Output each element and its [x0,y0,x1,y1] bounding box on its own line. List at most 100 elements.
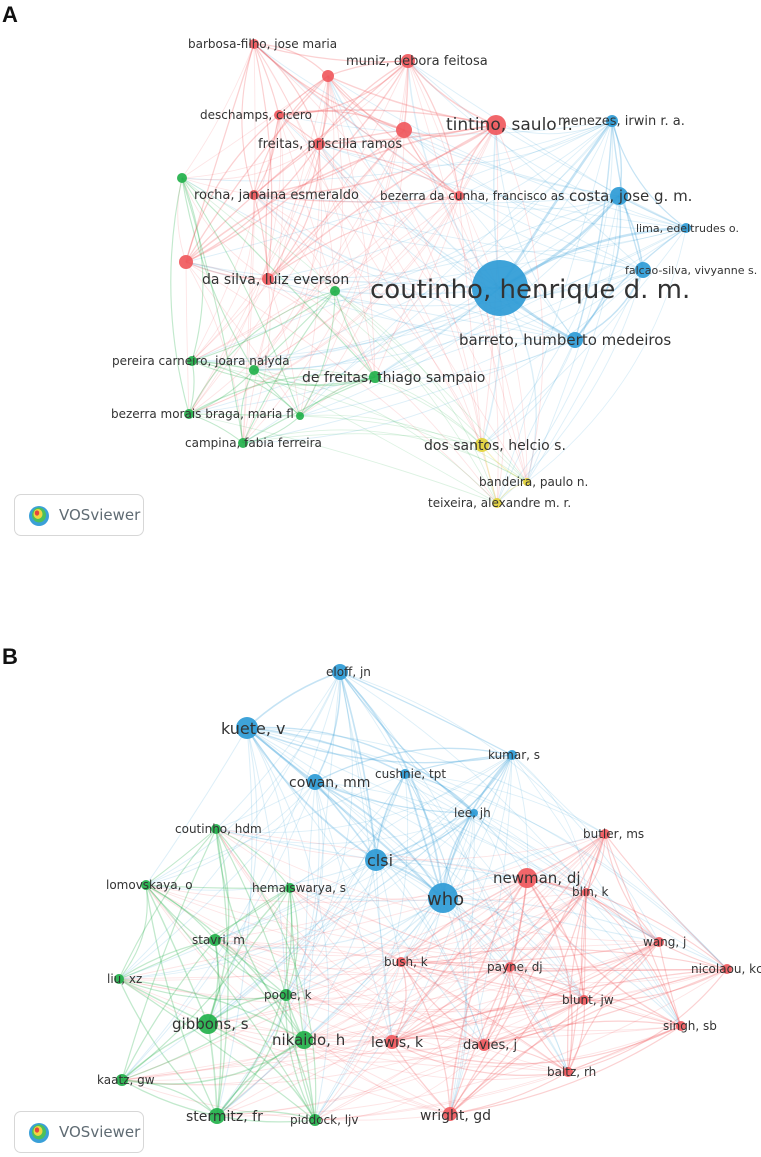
network-node-coutinho[interactable] [472,260,528,316]
network-node-bezerrac[interactable] [454,191,464,201]
network-link [214,939,569,1073]
network-link [191,360,301,417]
node-label-kuete: kuete, v [221,719,286,738]
network-link [303,941,660,1041]
network-link [404,773,467,1115]
network-node-barreto[interactable] [567,332,583,348]
node-label-payne: payne, dj [487,960,543,974]
network-node-bezerram[interactable] [184,409,194,419]
network-node-lomovskaya[interactable] [141,880,151,890]
network-node-liuxz[interactable] [114,974,124,984]
network-node-poole[interactable] [280,989,292,1001]
network-node-kuete[interactable] [236,717,258,739]
network-node-dossantos[interactable] [475,438,489,452]
network-node-falcao[interactable] [635,262,651,278]
network-node-blin[interactable] [582,888,590,896]
network-node-wang[interactable] [654,937,664,947]
network-node-pereira[interactable] [187,356,197,366]
network-node-a_g1[interactable] [330,286,340,296]
network-node-bush[interactable] [396,957,406,967]
network-link [145,859,377,891]
vosviewer-label: VOSviewer [59,1123,141,1141]
network-node-dasilva[interactable] [262,273,274,285]
network-node-menezes[interactable] [606,115,618,127]
network-link [181,177,301,417]
node-label-bush: bush, k [384,955,428,969]
network-link [400,754,513,963]
network-link [318,60,409,145]
network-node-deschamps[interactable] [274,110,284,120]
network-link [188,369,255,415]
network-link [442,833,606,899]
network-node-clsi[interactable] [365,849,387,871]
node-label-blin: blin, k [572,885,609,899]
network-node-cushnie[interactable] [400,769,410,779]
network-link [246,727,682,1027]
network-node-kaatz[interactable] [116,1074,128,1086]
network-node-a_unl1[interactable] [322,70,334,82]
network-node-campina[interactable] [238,438,248,448]
network-link [181,177,269,280]
network-node-a_g4[interactable] [177,173,187,183]
network-link [246,727,485,1046]
network-link [495,124,544,483]
network-link [314,891,587,1121]
network-link [407,60,528,483]
network-link [483,968,728,1046]
panel-a-letter: A [2,2,18,27]
network-link [121,1023,209,1081]
network-node-wright[interactable] [443,1107,457,1121]
network-link [191,287,501,363]
network-link [118,978,316,1121]
network-node-stavri[interactable] [209,934,221,946]
network-node-cowan[interactable] [307,774,323,790]
network-node-baltz[interactable] [563,1067,573,1077]
node-label-pereira: pereira carneiro, joara nalyda [112,354,290,368]
network-node-stermitz[interactable] [209,1108,225,1124]
network-node-a_g3[interactable] [296,412,304,420]
network-node-nicolaou[interactable] [722,964,732,974]
network-link [289,754,513,889]
network-link [278,109,497,126]
network-node-a_unl2[interactable] [396,122,412,138]
network-node-kumar[interactable] [507,750,517,760]
network-node-a_g2[interactable] [249,365,259,375]
network-node-lima[interactable] [681,223,691,233]
network-node-teixeira[interactable] [492,498,502,508]
network-node-lewis[interactable] [385,1035,399,1049]
network-node-hemaiswarya[interactable] [285,883,295,893]
network-node-piddock[interactable] [309,1114,321,1126]
network-link [214,833,606,941]
network-node-defreitas[interactable] [369,371,381,383]
network-link [185,43,255,263]
network-link [449,968,728,1115]
network-node-costa[interactable] [610,187,628,205]
network-node-payne[interactable] [505,962,515,972]
network-node-singh[interactable] [676,1021,686,1031]
network-node-eloff[interactable] [332,664,348,680]
network-node-davies[interactable] [478,1039,490,1051]
network-link [334,290,376,378]
network-node-freitasp[interactable] [313,138,325,150]
network-link [299,143,322,417]
network-node-a_unl3[interactable] [179,255,193,269]
network-link [285,859,377,996]
network-node-lee[interactable] [470,809,478,817]
network-node-blunt[interactable] [579,995,589,1005]
network-node-newman[interactable] [517,868,537,888]
network-link [400,941,660,964]
network-node-gibbons[interactable] [198,1014,218,1034]
network-node-bandeira[interactable] [523,478,531,486]
network-node-muniz[interactable] [401,54,415,68]
network-node-rocha[interactable] [249,190,259,200]
network-link [339,671,513,756]
network-link [314,781,660,943]
network-link [285,994,585,1013]
network-node-who[interactable] [428,883,458,913]
network-node-tintino[interactable] [486,115,506,135]
network-link [215,781,316,830]
network-node-butler[interactable] [600,829,610,839]
network-node-nikaido[interactable] [295,1031,313,1049]
network-node-coutinhob[interactable] [211,824,221,834]
network-node-barbosa[interactable] [249,39,259,49]
